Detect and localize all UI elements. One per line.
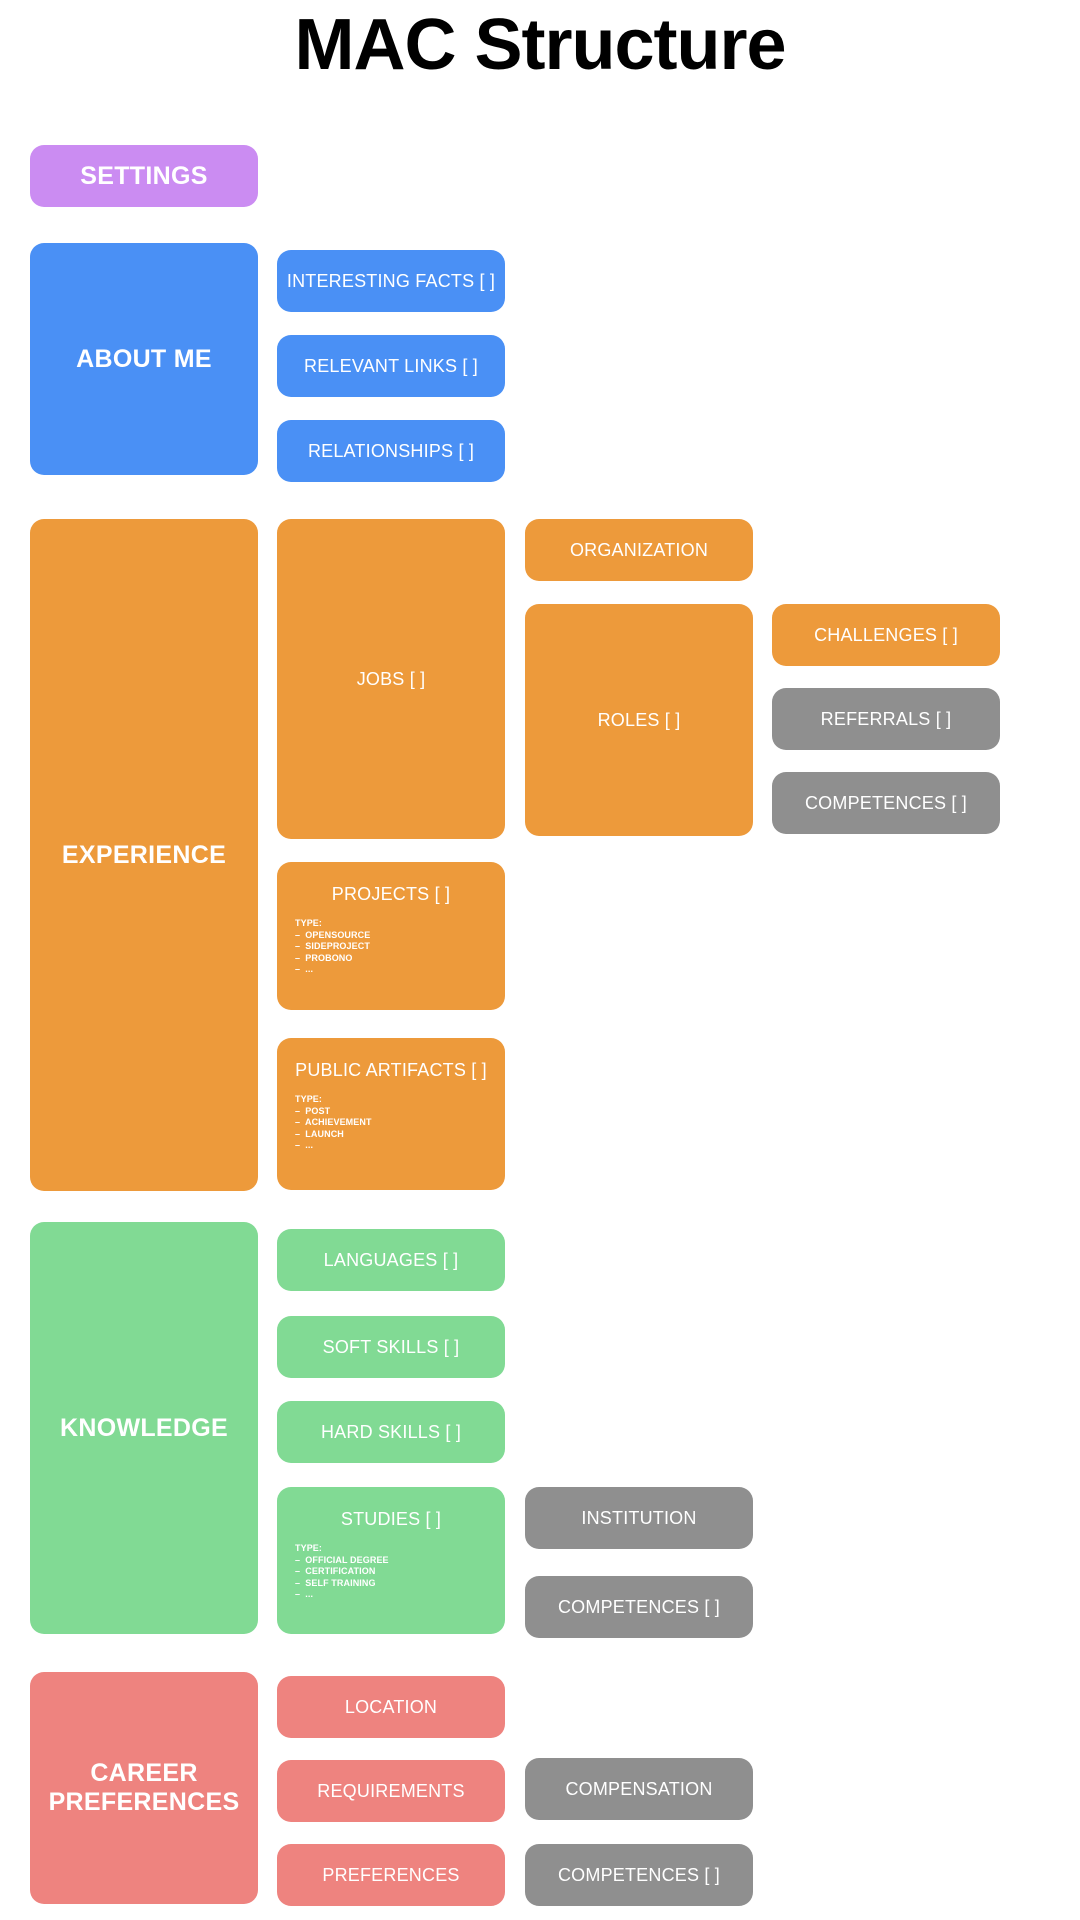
public-artifacts-type-label: TYPE: bbox=[295, 1094, 323, 1104]
relevant-links-box[interactable]: RELEVANT LINKS [ ] bbox=[277, 335, 505, 397]
referrals-label: REFERRALS [ ] bbox=[820, 708, 952, 729]
location-box[interactable]: LOCATION bbox=[277, 1676, 505, 1738]
experience-competences-label: COMPETENCES [ ] bbox=[804, 792, 968, 813]
jobs-label: JOBS [ ] bbox=[356, 668, 426, 689]
relationships-label: RELATIONSHIPS [ ] bbox=[307, 440, 475, 461]
knowledge-box[interactable]: KNOWLEDGE bbox=[30, 1222, 258, 1634]
relationships-box[interactable]: RELATIONSHIPS [ ] bbox=[277, 420, 505, 482]
institution-box[interactable]: INSTITUTION bbox=[525, 1487, 753, 1549]
hard-skills-label: HARD SKILLS [ ] bbox=[320, 1421, 462, 1442]
projects-box[interactable]: PROJECTS [ ] TYPE: – OPENSOURCE – SIDEPR… bbox=[277, 862, 505, 1010]
soft-skills-label: SOFT SKILLS [ ] bbox=[322, 1336, 460, 1357]
interesting-facts-box[interactable]: INTERESTING FACTS [ ] bbox=[277, 250, 505, 312]
projects-type-list: TYPE: – OPENSOURCE – SIDEPROJECT – PROBO… bbox=[295, 918, 370, 976]
studies-type-item: – ... bbox=[295, 1589, 314, 1599]
career-preferences-box[interactable]: CAREER PREFERENCES bbox=[30, 1672, 258, 1904]
experience-competences-box[interactable]: COMPETENCES [ ] bbox=[772, 772, 1000, 834]
languages-box[interactable]: LANGUAGES [ ] bbox=[277, 1229, 505, 1291]
jobs-box[interactable]: JOBS [ ] bbox=[277, 519, 505, 839]
languages-label: LANGUAGES [ ] bbox=[323, 1249, 459, 1270]
institution-label: INSTITUTION bbox=[581, 1507, 697, 1528]
studies-type-item: – CERTIFICATION bbox=[295, 1566, 376, 1576]
projects-type-item: – SIDEPROJECT bbox=[295, 941, 370, 951]
knowledge-competences-label: COMPETENCES [ ] bbox=[557, 1596, 721, 1617]
challenges-box[interactable]: CHALLENGES [ ] bbox=[772, 604, 1000, 666]
public-artifacts-label: PUBLIC ARTIFACTS [ ] bbox=[295, 1060, 487, 1080]
public-artifacts-type-item: – ACHIEVEMENT bbox=[295, 1117, 372, 1127]
soft-skills-box[interactable]: SOFT SKILLS [ ] bbox=[277, 1316, 505, 1378]
career-competences-box[interactable]: COMPETENCES [ ] bbox=[525, 1844, 753, 1906]
studies-type-item: – OFFICIAL DEGREE bbox=[295, 1554, 389, 1565]
about-me-label: ABOUT ME bbox=[76, 344, 212, 373]
public-artifacts-box[interactable]: PUBLIC ARTIFACTS [ ] TYPE: – POST – ACHI… bbox=[277, 1038, 505, 1190]
settings-label: SETTINGS bbox=[80, 161, 208, 190]
organization-box[interactable]: ORGANIZATION bbox=[525, 519, 753, 581]
interesting-facts-label: INTERESTING FACTS [ ] bbox=[286, 270, 496, 291]
requirements-label: REQUIREMENTS bbox=[317, 1780, 465, 1801]
settings-box[interactable]: SETTINGS bbox=[30, 145, 258, 207]
projects-label: PROJECTS [ ] bbox=[331, 884, 451, 904]
studies-label: STUDIES [ ] bbox=[340, 1509, 442, 1529]
compensation-label: COMPENSATION bbox=[565, 1778, 713, 1799]
relevant-links-label: RELEVANT LINKS [ ] bbox=[304, 355, 478, 376]
public-artifacts-type-item: – LAUNCH bbox=[295, 1128, 344, 1139]
public-artifacts-type-item: – ... bbox=[295, 1140, 314, 1150]
studies-type-label: TYPE: bbox=[295, 1543, 323, 1553]
studies-type-list: TYPE: – OFFICIAL DEGREE – CERTIFICATION … bbox=[295, 1543, 389, 1601]
organization-label: ORGANIZATION bbox=[569, 539, 709, 560]
location-label: LOCATION bbox=[344, 1696, 438, 1717]
career-preferences-label-line1: CAREER bbox=[90, 1759, 198, 1788]
roles-label: ROLES [ ] bbox=[597, 709, 681, 730]
preferences-box[interactable]: PREFERENCES bbox=[277, 1844, 505, 1906]
projects-type-item: – OPENSOURCE bbox=[295, 929, 371, 940]
requirements-box[interactable]: REQUIREMENTS bbox=[277, 1760, 505, 1822]
projects-type-item: – PROBONO bbox=[295, 952, 353, 963]
career-preferences-label-line2: PREFERENCES bbox=[48, 1788, 240, 1816]
knowledge-competences-box[interactable]: COMPETENCES [ ] bbox=[525, 1576, 753, 1638]
preferences-label: PREFERENCES bbox=[322, 1864, 460, 1885]
public-artifacts-type-list: TYPE: – POST – ACHIEVEMENT – LAUNCH – ..… bbox=[295, 1094, 372, 1152]
challenges-label: CHALLENGES [ ] bbox=[814, 624, 958, 645]
about-me-box[interactable]: ABOUT ME bbox=[30, 243, 258, 475]
projects-type-label: TYPE: bbox=[295, 918, 323, 928]
roles-box[interactable]: ROLES [ ] bbox=[525, 604, 753, 836]
compensation-box[interactable]: COMPENSATION bbox=[525, 1758, 753, 1820]
career-competences-label: COMPETENCES [ ] bbox=[557, 1864, 721, 1885]
referrals-box[interactable]: REFERRALS [ ] bbox=[772, 688, 1000, 750]
experience-label: EXPERIENCE bbox=[61, 840, 227, 869]
public-artifacts-type-item: – POST bbox=[295, 1105, 331, 1116]
knowledge-label: KNOWLEDGE bbox=[60, 1413, 228, 1442]
projects-type-item: – ... bbox=[295, 964, 314, 974]
studies-box[interactable]: STUDIES [ ] TYPE: – OFFICIAL DEGREE – CE… bbox=[277, 1487, 505, 1634]
experience-box[interactable]: EXPERIENCE bbox=[30, 519, 258, 1191]
studies-type-item: – SELF TRAINING bbox=[295, 1577, 376, 1588]
page-title: MAC Structure bbox=[294, 5, 786, 85]
hard-skills-box[interactable]: HARD SKILLS [ ] bbox=[277, 1401, 505, 1463]
